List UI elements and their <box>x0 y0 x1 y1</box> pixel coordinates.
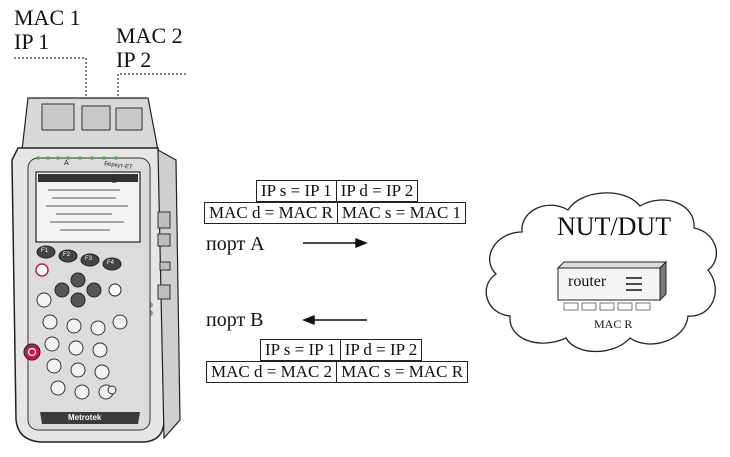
mac-destination-field: MAC d = MAC 2 <box>206 361 338 383</box>
mac1-label: MAC 1 <box>14 5 81 30</box>
port-b-arrow <box>302 314 367 326</box>
mac-source-field: MAC s = MAC 1 <box>337 202 467 224</box>
device-f4-key: F4 <box>107 260 115 266</box>
router-mac-label: MAC R <box>594 317 633 331</box>
port-a-arrow <box>303 237 368 249</box>
device-port-a-label: A <box>64 160 69 167</box>
menu-icon <box>626 277 642 291</box>
tester-device <box>11 97 181 443</box>
port-b-ip-header: IP s = IP 1 IP d = IP 2 <box>260 339 423 361</box>
ip-destination-field: IP d = IP 2 <box>340 339 423 361</box>
ip2-label: IP 2 <box>116 47 152 72</box>
device-f1-key: F1 <box>41 248 49 254</box>
ip-source-field: IP s = IP 1 <box>260 339 341 361</box>
device-brand-label: Metrotek <box>68 413 102 422</box>
port-a-mac-header: MAC d = MAC R MAC s = MAC 1 <box>204 202 467 224</box>
mac-source-field: MAC s = MAC R <box>337 361 469 383</box>
nut-dut-cloud <box>485 192 718 353</box>
port-b-label: порт B <box>206 309 264 331</box>
port-b-mac-header: MAC d = MAC 2 MAC s = MAC R <box>206 361 469 383</box>
router-label: router <box>568 273 607 290</box>
device-port-b-label: B <box>112 178 117 185</box>
cloud-title: NUT/DUT <box>557 212 672 241</box>
mac1-leader-line <box>14 57 87 105</box>
mac2-label: MAC 2 <box>116 23 183 48</box>
router <box>556 260 668 311</box>
mac-destination-field: MAC d = MAC R <box>204 202 338 224</box>
device-f3-key: F3 <box>85 256 93 262</box>
port-a-ip-header: IP s = IP 1 IP d = IP 2 <box>256 180 419 202</box>
ip-destination-field: IP d = IP 2 <box>336 180 419 202</box>
port-a-label: порт A <box>206 233 265 255</box>
ip-source-field: IP s = IP 1 <box>256 180 337 202</box>
ip1-label: IP 1 <box>14 29 50 54</box>
device-f2-key: F2 <box>63 252 71 258</box>
